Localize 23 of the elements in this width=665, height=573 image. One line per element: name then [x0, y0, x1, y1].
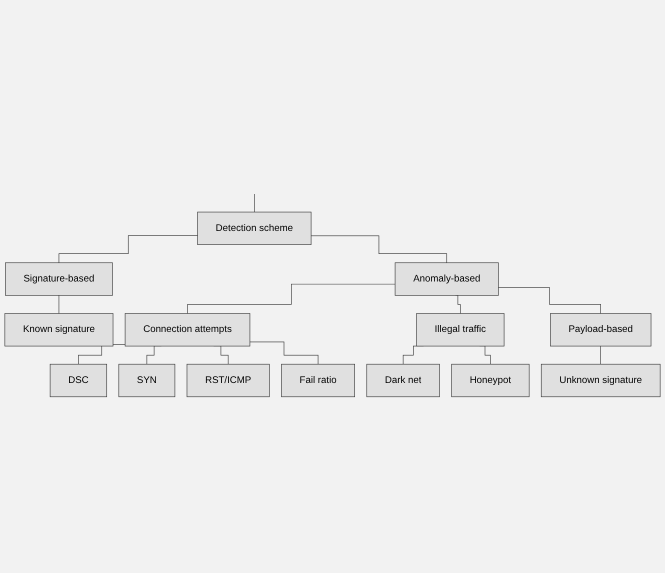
- node-box: Signature-based: [5, 262, 113, 296]
- node-box: DSC: [50, 364, 108, 398]
- node-box: Illegal traffic: [416, 313, 504, 347]
- connector: [310, 236, 448, 264]
- node-box: Unknown signature: [540, 364, 660, 398]
- node-box: Fail ratio: [281, 364, 355, 398]
- node-box: RST/ICMP: [186, 364, 270, 398]
- connector: [600, 346, 601, 365]
- node-box: Detection scheme: [197, 212, 312, 246]
- node-box: SYN: [118, 364, 176, 398]
- connector: [187, 284, 396, 314]
- connector: [498, 287, 601, 314]
- connector: [455, 295, 461, 314]
- connector: [250, 342, 318, 365]
- node-box: Anomaly-based: [394, 262, 499, 296]
- node-box: Connection attempts: [124, 313, 250, 347]
- node-box: Honeypot: [451, 364, 530, 398]
- node-box: Payload-based: [550, 313, 652, 347]
- node-box: Known signature: [4, 313, 114, 347]
- node-box: Dark net: [366, 364, 440, 398]
- connector: [58, 295, 60, 314]
- connector: [58, 236, 198, 264]
- connector: [254, 194, 255, 213]
